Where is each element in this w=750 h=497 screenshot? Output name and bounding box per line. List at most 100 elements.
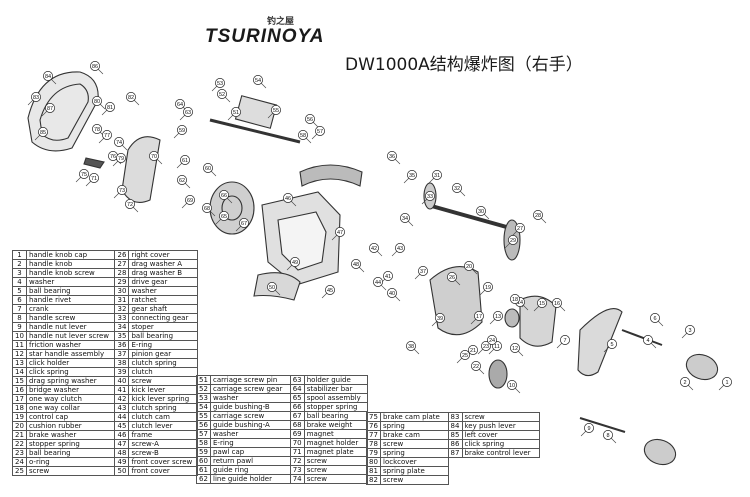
- part-name: stopper spring: [303, 402, 369, 412]
- callout-number: 2: [683, 380, 686, 386]
- callout-circle: [507, 380, 517, 390]
- callout-circle: [510, 343, 520, 353]
- callout-number: 67: [241, 221, 247, 227]
- part-name: screw: [303, 465, 369, 475]
- part-name: handle screw: [25, 313, 116, 323]
- part-number: 70: [289, 438, 305, 448]
- part-number: 86: [447, 439, 463, 449]
- callout-number: 25: [462, 353, 468, 359]
- part-number: 65: [289, 393, 305, 403]
- callout-number: 66: [221, 193, 227, 199]
- carriage-screw: [209, 118, 301, 144]
- callout-circle: [387, 151, 397, 161]
- callout-circle: [92, 124, 102, 134]
- part-name: drag washer B: [128, 268, 198, 278]
- callout-circle: [45, 103, 55, 113]
- part-name: spool assembly: [303, 393, 369, 403]
- part-name: guide bushing-A: [210, 420, 291, 430]
- callout-number: 14: [517, 300, 523, 306]
- brand-logo: 钓之屋 TSURINOYA: [205, 14, 340, 48]
- part-number: 53: [196, 393, 211, 403]
- gear-shaft: [427, 203, 511, 230]
- part-name: one way clutch: [25, 394, 116, 404]
- callout-number: 64: [177, 102, 183, 108]
- callout-number: 8: [606, 433, 609, 439]
- part-number: 29: [114, 277, 130, 287]
- part-name: handle rivet: [25, 295, 116, 305]
- callout-number: 10: [509, 383, 515, 389]
- part-name: clutch lever: [128, 421, 198, 431]
- callout-number: 49: [292, 260, 298, 266]
- part-number: 77: [366, 430, 381, 440]
- callout-circle: [407, 170, 417, 180]
- callout-number: 83: [33, 95, 39, 101]
- callout-circle: [217, 89, 227, 99]
- part-name: kick lever: [128, 385, 198, 395]
- callout-circle: [373, 277, 383, 287]
- callout-circle: [515, 223, 525, 233]
- part-number: 4: [12, 277, 27, 287]
- callout-number: 24: [489, 338, 495, 344]
- callout-number: 37: [420, 269, 426, 275]
- callout-number: 86: [92, 64, 98, 70]
- part-name: return pawl: [210, 456, 291, 466]
- callout-number: 79: [118, 156, 124, 162]
- callout-number: 11: [494, 344, 500, 350]
- callout-number: 63: [185, 110, 191, 116]
- connecting-gear: [488, 359, 508, 389]
- handle-knob-upper: [685, 353, 719, 381]
- callout-number: 61: [182, 158, 188, 164]
- callout-circle: [387, 288, 397, 298]
- part-number: 27: [114, 259, 130, 269]
- side-cover-ring: [121, 136, 161, 203]
- part-number: 23: [12, 448, 27, 458]
- callout-circle: [487, 335, 497, 345]
- callout-number: 12: [512, 346, 518, 352]
- part-number: 79: [366, 448, 381, 458]
- callout-number: 26: [449, 275, 455, 281]
- part-number: 68: [289, 420, 305, 430]
- part-name: clutch spring: [128, 358, 198, 368]
- part-name: click spring: [25, 367, 116, 377]
- callout-circle: [483, 282, 493, 292]
- callout-circle: [315, 126, 325, 136]
- callout-number: 3: [688, 328, 691, 334]
- callout-circle: [537, 298, 547, 308]
- callout-number: 30: [478, 209, 484, 215]
- callout-number: 48: [353, 262, 359, 268]
- part-number: 44: [114, 412, 130, 422]
- callout-circle: [219, 190, 229, 200]
- part-number: 55: [196, 411, 211, 421]
- frame-window: [277, 211, 327, 271]
- part-number: 41: [114, 385, 130, 395]
- part-name: frame: [128, 430, 198, 440]
- part-number: 5: [12, 286, 27, 296]
- part-name: one way collar: [25, 403, 116, 413]
- callout-circle: [508, 235, 518, 245]
- part-name: screw-A: [128, 439, 198, 449]
- part-name: spring: [380, 448, 449, 458]
- part-name: crank: [25, 304, 116, 314]
- part-name: star handle assembly: [25, 349, 116, 359]
- part-name: clutch: [128, 367, 198, 377]
- part-name: washer: [128, 286, 198, 296]
- callout-circle: [560, 335, 570, 345]
- part-number: 28: [114, 268, 130, 278]
- part-name: key push lever: [461, 421, 540, 431]
- callout-circle: [180, 155, 190, 165]
- part-name: screw: [303, 474, 369, 484]
- part-name: handle nut lever: [25, 322, 116, 332]
- crank-arm: [577, 308, 623, 377]
